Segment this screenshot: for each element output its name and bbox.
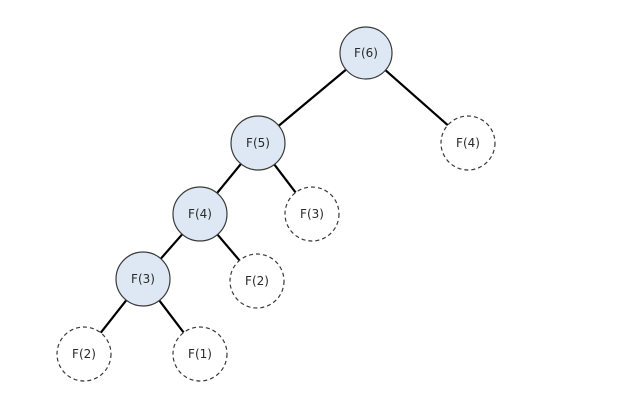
node-label: F(3) bbox=[300, 207, 324, 221]
edge-n6-n4r bbox=[383, 68, 450, 127]
node-label: F(6) bbox=[354, 46, 378, 60]
edge-n5-n4 bbox=[215, 162, 243, 195]
node-label: F(4) bbox=[188, 207, 212, 221]
node-label: F(2) bbox=[245, 274, 269, 288]
node-label: F(1) bbox=[188, 347, 212, 361]
repeated-node-circle bbox=[172, 326, 228, 382]
nodes-layer: F(6) F(5) F(4) F(4) F(3) F(3) F(2) F(2) F(1) bbox=[56, 26, 496, 382]
tree-node-n4: F(4) bbox=[172, 186, 228, 242]
node-label: F(5) bbox=[246, 136, 270, 150]
repeated-node-circle bbox=[56, 326, 112, 382]
edge-n6-n5 bbox=[276, 67, 348, 128]
tree-node-n2: F(2) bbox=[56, 326, 112, 382]
node-label: F(4) bbox=[456, 136, 480, 150]
tree-node-n2r: F(2) bbox=[229, 253, 285, 309]
edges-layer bbox=[98, 67, 450, 335]
tree-node-n4r: F(4) bbox=[440, 115, 496, 171]
tree-node-n6: F(6) bbox=[339, 26, 393, 80]
edge-n3-n1 bbox=[157, 298, 186, 335]
edge-n3-n2 bbox=[98, 298, 129, 335]
repeated-node-circle bbox=[229, 253, 285, 309]
edge-n4-n2r bbox=[215, 232, 242, 263]
tree-node-n5: F(5) bbox=[230, 115, 286, 171]
repeated-node-circle bbox=[440, 115, 496, 171]
node-label: F(3) bbox=[131, 272, 155, 286]
repeated-node-circle bbox=[284, 186, 340, 242]
computed-node-circle bbox=[115, 251, 171, 307]
tree-node-n3r: F(3) bbox=[284, 186, 340, 242]
node-label: F(2) bbox=[72, 347, 96, 361]
computed-node-circle bbox=[172, 186, 228, 242]
computed-node-circle bbox=[339, 26, 393, 80]
tree-node-n1: F(1) bbox=[172, 326, 228, 382]
tree-node-n3: F(3) bbox=[115, 251, 171, 307]
edge-n5-n3r bbox=[272, 162, 298, 195]
computed-node-circle bbox=[230, 115, 286, 171]
edge-n4-n3 bbox=[159, 232, 184, 261]
